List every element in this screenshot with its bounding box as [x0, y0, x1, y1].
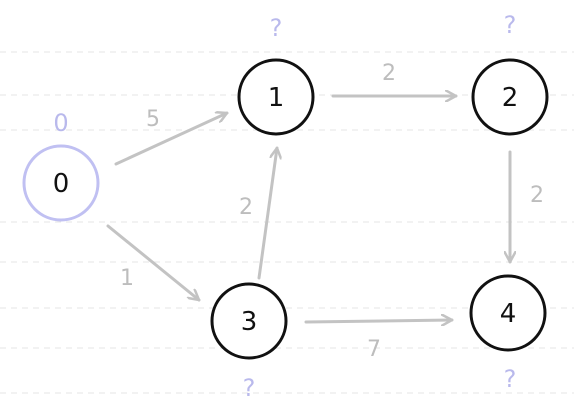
node-1[interactable]: 1 [237, 58, 315, 136]
node-circle [469, 274, 547, 352]
nodes: 0 0 1 ? 2 ? 3 ? 4 ? [22, 11, 549, 402]
node-circle [210, 282, 288, 360]
edge-0-3 [106, 224, 201, 302]
node-circle [22, 144, 100, 222]
edge-3-4 [304, 320, 454, 322]
node-distance-1: ? [270, 14, 283, 42]
edge-weight-3-4: 7 [367, 337, 381, 362]
edge-weight-2-4: 2 [530, 183, 544, 208]
node-label: 4 [500, 299, 517, 329]
node-circle [471, 58, 549, 136]
node-label: 0 [53, 169, 70, 199]
node-distance-3: ? [243, 374, 256, 402]
node-distance-4: ? [504, 365, 517, 393]
node-2[interactable]: 2 [471, 58, 549, 136]
node-distance-2: ? [504, 11, 517, 39]
edges: 5 1 2 2 2 7 [106, 61, 544, 362]
node-label: 3 [241, 307, 258, 337]
node-label: 2 [502, 83, 519, 113]
node-3[interactable]: 3 [210, 282, 288, 360]
node-circle [237, 58, 315, 136]
node-0[interactable]: 0 [22, 144, 100, 222]
edge-3-1 [257, 146, 277, 280]
edge-weight-0-1: 5 [146, 107, 160, 132]
edge-weight-0-3: 1 [120, 266, 134, 291]
edge-0-1 [114, 113, 229, 166]
node-4[interactable]: 4 [469, 274, 547, 352]
node-distance-0: 0 [53, 109, 68, 137]
edge-weight-1-2: 2 [382, 61, 396, 86]
node-label: 1 [268, 83, 285, 113]
edge-weight-3-1: 2 [239, 195, 253, 220]
